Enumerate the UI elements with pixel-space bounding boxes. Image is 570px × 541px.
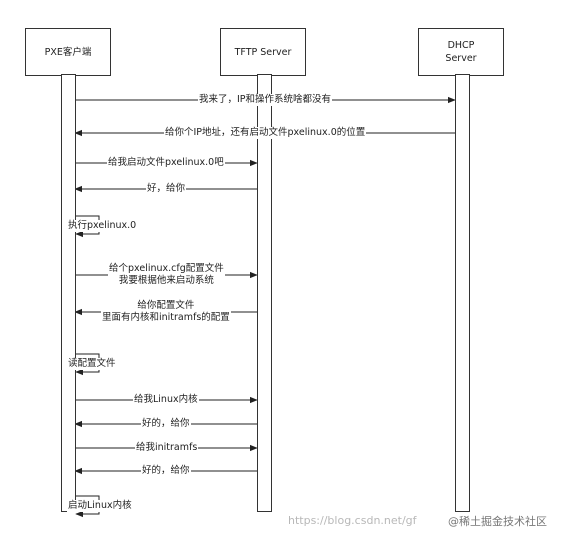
lifeline-dhcp [455, 74, 470, 512]
actor-client-box: PXE客户端 [25, 28, 111, 76]
self-message-label: 执行pxelinux.0 [67, 220, 138, 232]
message-label: 给我启动文件pxelinux.0吧 [107, 157, 225, 169]
message-label: 给个pxelinux.cfg配置文件 我要根据他来启动系统 [108, 263, 225, 287]
message-label: 好的，给你 [141, 465, 191, 477]
actor-dhcp-label-2: Server [445, 53, 477, 64]
watermark-brand: @稀土掘金技术社区 [448, 515, 547, 528]
message-label: 给你配置文件 里面有内核和initramfs的配置 [101, 300, 231, 324]
message-label: 我来了，IP和操作系统啥都没有 [198, 94, 333, 106]
actor-tftp-box: TFTP Server [220, 28, 306, 76]
lifeline-client [61, 74, 76, 512]
message-label: 给你个IP地址，还有启动文件pxelinux.0的位置 [164, 127, 367, 139]
message-label: 给我Linux内核 [133, 394, 199, 406]
message-label: 好，给你 [146, 183, 187, 195]
actor-client-label: PXE客户端 [44, 46, 92, 58]
actor-dhcp-label-1: DHCP [447, 40, 475, 51]
watermark-url: https://blog.csdn.net/gf [288, 514, 417, 527]
self-message-label: 读配置文件 [67, 358, 117, 370]
self-message-label: 启动Linux内核 [67, 500, 133, 512]
actor-dhcp-box: DHCP Server [418, 28, 504, 76]
message-label: 给我initramfs [135, 442, 199, 454]
actor-tftp-label: TFTP Server [234, 46, 292, 58]
message-label: 好的，给你 [141, 418, 191, 430]
lifeline-tftp [257, 74, 272, 512]
